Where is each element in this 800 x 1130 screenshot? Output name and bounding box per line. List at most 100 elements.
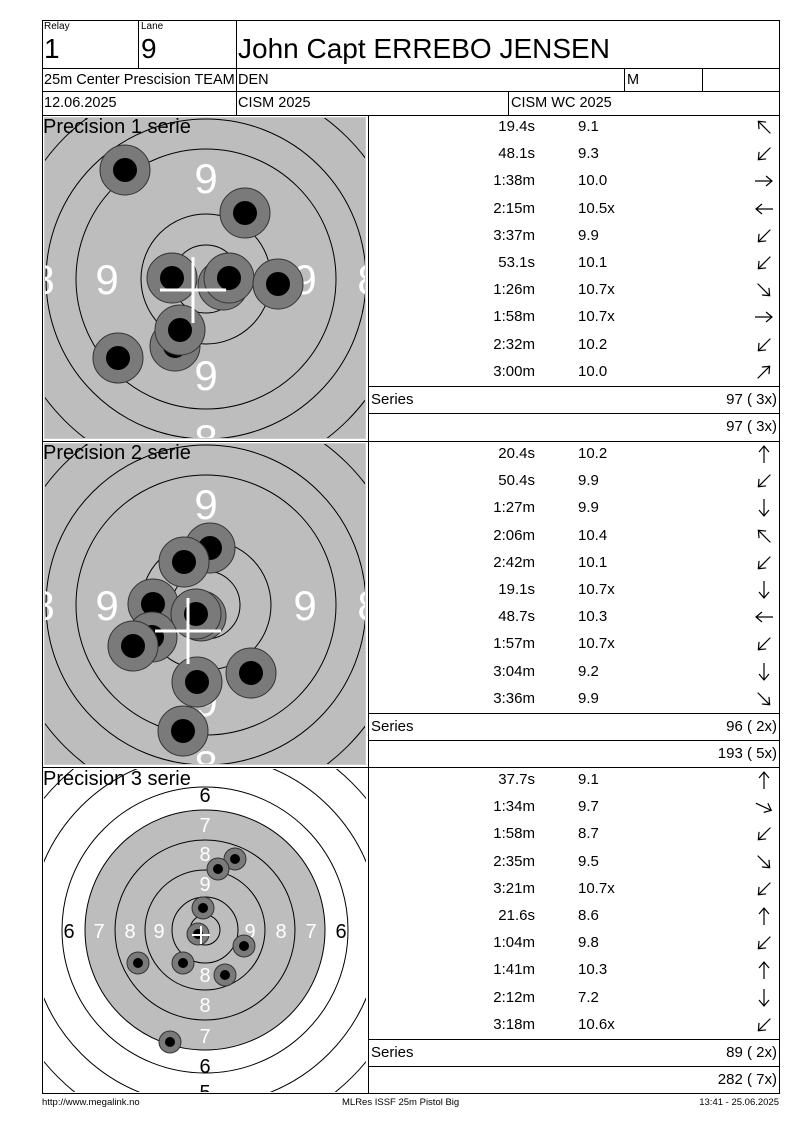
series-label: Series [371, 718, 414, 735]
direction-arrow-icon [752, 253, 776, 273]
ring-label: 6 [199, 1056, 210, 1078]
ring-label: 9 [293, 582, 316, 629]
ring-label: 7 [199, 1026, 210, 1048]
shot-value: 10.1 [578, 254, 608, 271]
ring-label: 7 [93, 921, 104, 943]
direction-arrow-icon [752, 1015, 776, 1035]
header-divider [508, 91, 509, 116]
shot-holes [92, 144, 304, 384]
direction-arrow-icon [752, 498, 776, 518]
target-series-1: 9 9 9 9 8 8 8 [44, 117, 366, 439]
shot-value: 8.7 [578, 825, 599, 843]
series-title-2: Precision 2 serie [43, 442, 191, 464]
shot-hole [171, 951, 195, 975]
shot-hole [219, 187, 271, 239]
shot-value: 10.7x [578, 281, 615, 299]
total-score-row-2: 193 ( 5x) [368, 740, 780, 767]
footer-url[interactable]: http://www.megalink.no [42, 1097, 140, 1108]
footer-software: MLRes ISSF 25m Pistol Big [342, 1097, 460, 1108]
shot-time: 3:36m [493, 689, 535, 707]
shot-hole [170, 588, 222, 640]
direction-arrow-icon [752, 824, 776, 844]
ring-label: 9 [153, 921, 164, 943]
center-cross [160, 257, 226, 323]
direction-arrow-icon [752, 307, 776, 327]
direction-arrow-icon [752, 879, 776, 899]
shot-time: 50.4s [498, 472, 535, 490]
direction-arrow-icon [752, 526, 776, 546]
direction-arrow-icon [752, 280, 776, 300]
ring-label: 8 [45, 256, 55, 303]
shot-hole [157, 705, 209, 757]
series-score-row-3: Series 89 ( 2x) [368, 1039, 780, 1066]
total-score: 97 ( 3x) [726, 418, 777, 435]
direction-arrow-icon [752, 607, 776, 627]
total-score-row-3: 282 ( 7x) [368, 1066, 780, 1093]
shot-hole [232, 934, 256, 958]
shot-time: 2:35m [493, 852, 535, 870]
series-title-1: Precision 1 serie [43, 116, 191, 138]
series-label: Series [371, 1044, 414, 1061]
target-series-2: 9 9 9 9 8 8 8 [44, 443, 366, 765]
shooter-name: John Capt ERREBO JENSEN [238, 33, 610, 64]
shot-hole [203, 252, 255, 304]
shot-value: 9.9 [578, 226, 599, 244]
header-divider [138, 20, 139, 68]
target-svg-2: 9 9 9 9 8 8 8 [45, 444, 365, 764]
shot-time: 19.1s [498, 581, 535, 598]
relay-label: Relay [44, 21, 70, 32]
direction-arrow-icon [752, 906, 776, 926]
main-frame-left [42, 116, 43, 1094]
center-cross [192, 926, 210, 944]
direction-arrow-icon [752, 580, 776, 600]
shot-value: 10.7x [578, 879, 615, 897]
shot-value: 10.5x [578, 199, 615, 217]
ring-label: 9 [194, 352, 217, 399]
ring-label: 9 [194, 155, 217, 202]
shot-value: 9.9 [578, 499, 599, 517]
shot-time: 3:04m [493, 662, 535, 680]
shot-time: 1:41m [493, 961, 535, 979]
direction-arrow-icon [752, 634, 776, 654]
ring-label: 6 [199, 785, 210, 807]
gender: M [627, 72, 640, 88]
shot-value: 10.0 [578, 172, 608, 190]
header-divider [702, 68, 703, 91]
section-divider [42, 767, 780, 768]
series-score: 89 ( 2x) [726, 1044, 777, 1061]
direction-arrow-icon [752, 770, 776, 790]
ring-label: 7 [305, 921, 316, 943]
shot-value: 7.2 [578, 988, 599, 1006]
shot-time: 3:00m [493, 362, 535, 380]
shot-hole [158, 1030, 182, 1054]
ring-label: 8 [199, 844, 210, 866]
shot-time: 2:42m [493, 553, 535, 571]
ring-label: 8 [124, 921, 135, 943]
shot-time: 1:04m [493, 934, 535, 952]
shot-value: 8.6 [578, 907, 599, 924]
shot-holes [107, 522, 277, 757]
direction-arrow-icon [752, 199, 776, 219]
shot-time: 1:34m [493, 798, 535, 816]
target-svg-1: 9 9 9 9 8 8 8 [45, 118, 365, 439]
series-score: 97 ( 3x) [726, 391, 777, 408]
shot-value: 10.0 [578, 362, 608, 380]
shot-value: 9.1 [578, 118, 599, 135]
shot-time: 2:06m [493, 526, 535, 544]
direction-arrow-icon [752, 662, 776, 682]
target-svg-3: 6 7 8 9 9 8 7 6 6 7 8 9 8 7 6 5 8 [44, 769, 366, 1092]
shot-time: 2:32m [493, 335, 535, 353]
shot-hole [171, 656, 223, 708]
lane-label: Lane [141, 21, 164, 32]
shot-value: 9.8 [578, 934, 599, 952]
shot-time: 1:26m [493, 281, 535, 299]
relay-value: 1 [44, 33, 60, 64]
ring-label: 8 [45, 582, 55, 629]
direction-arrow-icon [752, 171, 776, 191]
ring-label: 8 [194, 416, 217, 439]
date: 12.06.2025 [44, 95, 117, 111]
direction-arrow-icon [752, 335, 776, 355]
shot-hole [158, 536, 210, 588]
ring-label: 8 [199, 995, 210, 1017]
direction-arrow-icon [752, 362, 776, 382]
